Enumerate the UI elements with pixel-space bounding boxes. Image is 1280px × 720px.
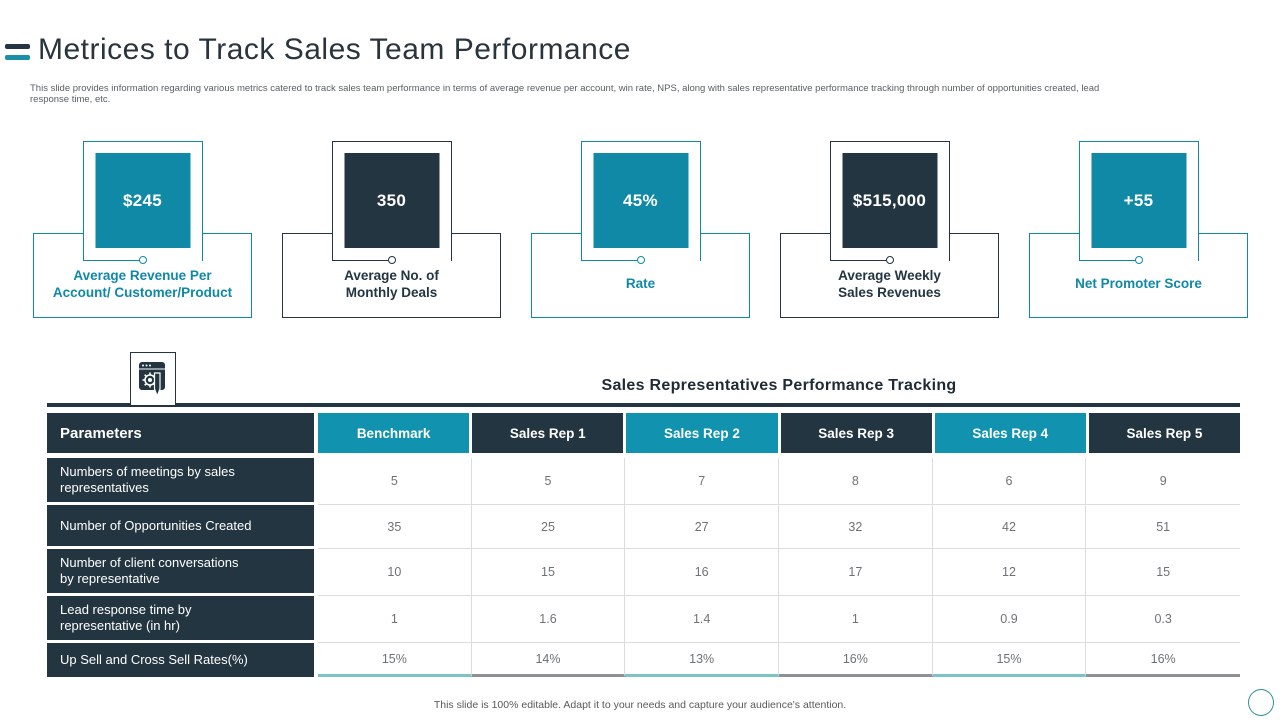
row-label: Numbers of meetings by sales representat… <box>47 458 314 505</box>
table-cell: 15 <box>1086 549 1240 596</box>
row-label: Up Sell and Cross Sell Rates(%) <box>47 643 314 677</box>
slide-subtitle: This slide provides information regardin… <box>30 83 1100 105</box>
table-cell: 16 <box>625 549 779 596</box>
kpi-label: Average Revenue Per Account/ Customer/Pr… <box>52 267 233 300</box>
table-cell: 1.4 <box>625 596 779 643</box>
page-title: Metrices to Track Sales Team Performance <box>38 33 631 66</box>
table-cell: 1 <box>318 596 472 643</box>
kpi-connector-line <box>829 260 890 261</box>
kpi-connector-line <box>82 260 143 261</box>
kpi-connector-dot-icon <box>636 256 645 264</box>
kpi-card-monthly-deals: 350 Average No. of Monthly Deals <box>282 141 501 318</box>
table-cell: 17 <box>779 549 933 596</box>
kpi-label: Average Weekly Sales Revenues <box>838 267 941 300</box>
table-cell: 51 <box>1086 505 1240 549</box>
table-cell: 25 <box>471 505 626 549</box>
table-cell: 12 <box>932 549 1087 596</box>
title-accent-dash-icon <box>5 44 30 49</box>
table-cell: 16% <box>779 643 933 677</box>
table-cell: 14% <box>471 643 626 677</box>
table-cell: 10 <box>318 549 472 596</box>
table-title-underline <box>47 403 1240 407</box>
kpi-card-net-promoter-score: +55 Net Promoter Score <box>1029 141 1248 318</box>
table-cell: 15 <box>471 549 626 596</box>
table-cell: 5 <box>318 458 472 505</box>
table-header-row: Parameters Benchmark Sales Rep 1 Sales R… <box>47 413 1241 453</box>
table-body: Numbers of meetings by sales representat… <box>47 458 1240 677</box>
table-header-sales-rep-3: Sales Rep 3 <box>780 413 932 453</box>
row-label: Number of client conversations by repres… <box>47 549 314 596</box>
kpi-label: Average No. of Monthly Deals <box>344 267 439 300</box>
table-cell: 15% <box>318 643 472 677</box>
row-label: Number of Opportunities Created <box>47 505 314 549</box>
kpi-value-tile: +55 <box>1091 153 1186 248</box>
table-cell: 42 <box>932 505 1087 549</box>
kpi-card-rate: 45% Rate <box>531 141 750 318</box>
table-title: Sales Representatives Performance Tracki… <box>601 377 957 394</box>
kpi-connector-dot-icon <box>885 256 894 264</box>
circle-outline-icon <box>1248 689 1274 716</box>
kpi-card-row: $245 Average Revenue Per Account/ Custom… <box>33 141 1248 318</box>
title-accent-dash-icon <box>5 55 30 60</box>
table-cell: 15% <box>932 643 1087 677</box>
window-gear-pencil-icon <box>139 362 165 398</box>
table-cell: 16% <box>1086 643 1240 677</box>
table-cell: 27 <box>625 505 779 549</box>
table-cell: 35 <box>318 505 472 549</box>
kpi-connector-dot-icon <box>1134 256 1143 264</box>
table-row-label-column: Numbers of meetings by sales representat… <box>47 458 314 677</box>
table-data-grid: 5 5 7 8 6 9 35 25 27 32 42 51 10 15 16 1… <box>318 458 1240 677</box>
kpi-connector-line <box>331 260 392 261</box>
table-cell: 7 <box>625 458 779 505</box>
kpi-value: $245 <box>122 190 163 210</box>
kpi-card-weekly-sales: $515,000 Average Weekly Sales Revenues <box>780 141 999 318</box>
table-cell: 13% <box>625 643 779 677</box>
kpi-card-average-revenue: $245 Average Revenue Per Account/ Custom… <box>33 141 252 318</box>
kpi-label: Rate <box>625 276 656 291</box>
kpi-value: $515,000 <box>852 190 927 210</box>
table-header-sales-rep-2: Sales Rep 2 <box>626 413 778 453</box>
table-icon-box <box>130 352 176 406</box>
kpi-connector-dot-icon <box>387 256 396 264</box>
kpi-connector-dot-icon <box>138 256 147 264</box>
table-cell: 9 <box>1086 458 1240 505</box>
table-header-sales-rep-1: Sales Rep 1 <box>472 413 624 453</box>
kpi-label: Net Promoter Score <box>1075 276 1202 291</box>
kpi-connector-line <box>580 260 641 261</box>
table-cell: 1 <box>779 596 933 643</box>
row-label: Lead response time by representative (in… <box>47 596 314 643</box>
kpi-value-tile: $515,000 <box>842 153 937 248</box>
table-cell: 1.6 <box>471 596 626 643</box>
kpi-value: +55 <box>1123 190 1154 210</box>
table-header-sales-rep-4: Sales Rep 4 <box>934 413 1086 453</box>
kpi-value: 45% <box>623 190 658 210</box>
table-header-sales-rep-5: Sales Rep 5 <box>1088 413 1241 453</box>
kpi-connector-line <box>1078 260 1139 261</box>
table-header-parameters: Parameters <box>47 413 314 453</box>
table-cell: 6 <box>932 458 1087 505</box>
table-header-benchmark: Benchmark <box>318 413 470 453</box>
kpi-value-tile: $245 <box>95 153 190 248</box>
table-cell: 0.3 <box>1086 596 1240 643</box>
table-cell: 0.9 <box>932 596 1087 643</box>
kpi-value: 350 <box>376 190 407 210</box>
kpi-value-tile: 45% <box>593 153 688 248</box>
footer-note: This slide is 100% editable. Adapt it to… <box>433 699 847 711</box>
table-cell: 32 <box>779 505 933 549</box>
table-cell: 5 <box>471 458 626 505</box>
table-cell: 8 <box>779 458 933 505</box>
kpi-value-tile: 350 <box>344 153 439 248</box>
